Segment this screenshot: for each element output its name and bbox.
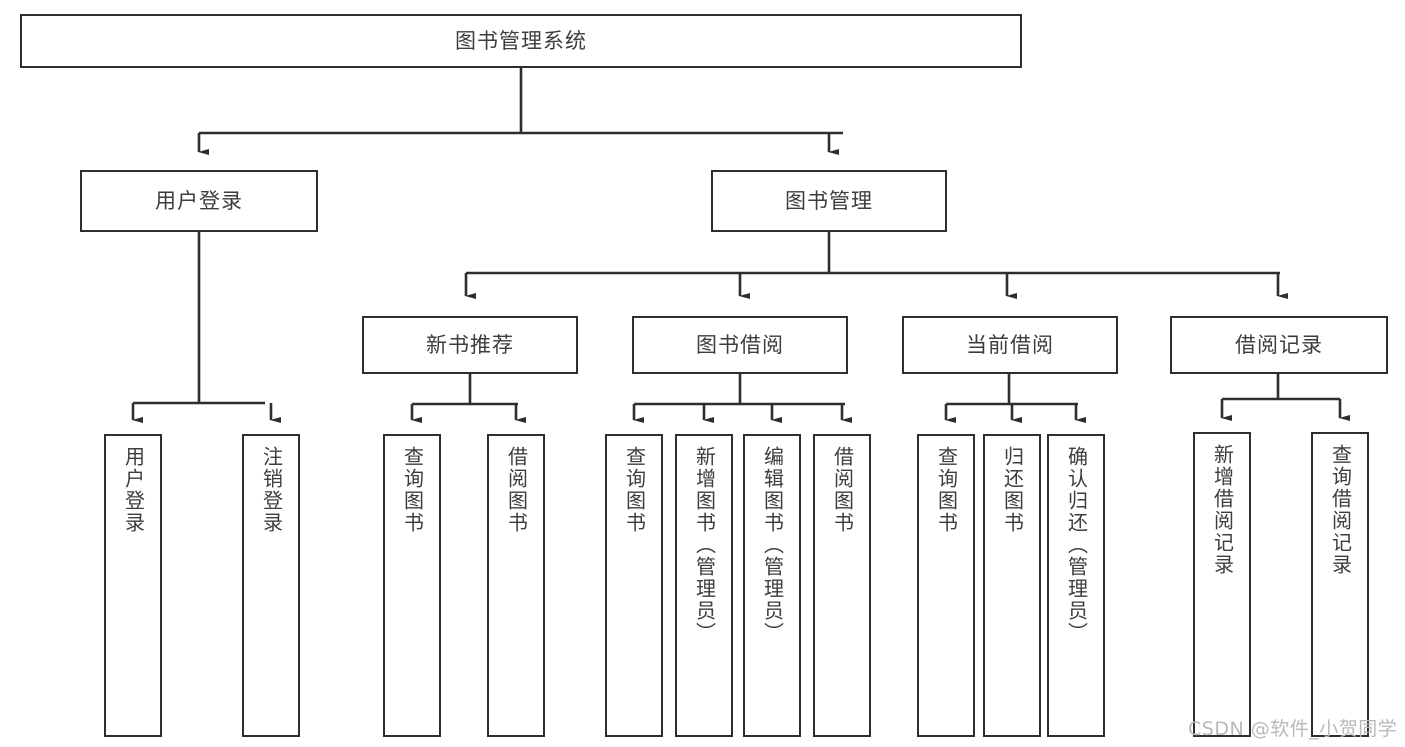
leaf-new-book-query[interactable]: 查询图书 <box>383 434 441 737</box>
leaf-current-query-book-label: 查询图书 <box>934 446 959 534</box>
leaf-borrow-edit-book[interactable]: 编辑图书（管理员） <box>743 434 801 737</box>
leaf-borrow-add-book[interactable]: 新增图书（管理员） <box>675 434 733 737</box>
node-book-borrow[interactable]: 图书借阅 <box>632 316 848 374</box>
leaf-borrow-query-book[interactable]: 查询图书 <box>605 434 663 737</box>
leaf-borrow-query-book-label: 查询图书 <box>622 446 647 534</box>
leaf-user-login-signout[interactable]: 注销登录 <box>242 434 300 737</box>
leaf-user-login-signin-label: 用户登录 <box>121 446 146 534</box>
leaf-current-return-book[interactable]: 归还图书 <box>983 434 1041 737</box>
leaf-borrow-borrow-book[interactable]: 借阅图书 <box>813 434 871 737</box>
node-book-management-label: 图书管理 <box>785 188 873 213</box>
leaf-current-return-book-label: 归还图书 <box>1000 446 1025 534</box>
leaf-records-query[interactable]: 查询借阅记录 <box>1311 432 1369 737</box>
leaf-borrow-borrow-book-label: 借阅图书 <box>830 446 855 534</box>
node-root-label: 图书管理系统 <box>455 28 587 53</box>
leaf-new-book-borrow-label: 借阅图书 <box>504 446 529 534</box>
node-user-login[interactable]: 用户登录 <box>80 170 318 232</box>
leaf-current-confirm-return-label: 确认归还（管理员） <box>1064 446 1089 644</box>
node-borrow-records-label: 借阅记录 <box>1235 332 1323 357</box>
node-root[interactable]: 图书管理系统 <box>20 14 1022 68</box>
leaf-borrow-edit-book-label: 编辑图书（管理员） <box>760 446 785 644</box>
node-current-borrow-label: 当前借阅 <box>966 332 1054 357</box>
leaf-records-query-label: 查询借阅记录 <box>1328 444 1353 576</box>
node-book-borrow-label: 图书借阅 <box>696 332 784 357</box>
node-book-management[interactable]: 图书管理 <box>711 170 947 232</box>
leaf-current-confirm-return[interactable]: 确认归还（管理员） <box>1047 434 1105 737</box>
leaf-records-add-label: 新增借阅记录 <box>1210 444 1235 576</box>
leaf-current-query-book[interactable]: 查询图书 <box>917 434 975 737</box>
leaf-records-add[interactable]: 新增借阅记录 <box>1193 432 1251 737</box>
leaf-borrow-add-book-label: 新增图书（管理员） <box>692 446 717 644</box>
csdn-watermark: CSDN @软件_小贺同学 <box>1188 718 1398 740</box>
leaf-user-login-signout-label: 注销登录 <box>259 446 284 534</box>
node-new-book-recommend-label: 新书推荐 <box>426 332 514 357</box>
node-borrow-records[interactable]: 借阅记录 <box>1170 316 1388 374</box>
leaf-user-login-signin[interactable]: 用户登录 <box>104 434 162 737</box>
leaf-new-book-query-label: 查询图书 <box>400 446 425 534</box>
node-new-book-recommend[interactable]: 新书推荐 <box>362 316 578 374</box>
node-user-login-label: 用户登录 <box>155 188 243 213</box>
node-current-borrow[interactable]: 当前借阅 <box>902 316 1118 374</box>
leaf-new-book-borrow[interactable]: 借阅图书 <box>487 434 545 737</box>
